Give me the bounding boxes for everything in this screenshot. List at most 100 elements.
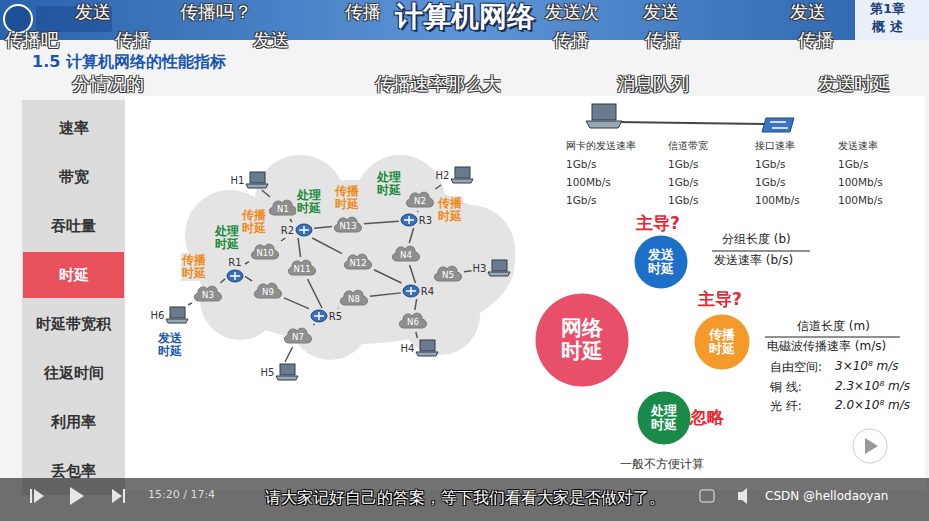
router-node: R2 <box>281 223 313 237</box>
table-header: 接口速率 <box>755 140 795 152</box>
table-cell: 100Mb/s <box>755 194 800 206</box>
video-time: 15:20 / 17:4 <box>148 489 215 502</box>
content-panel <box>125 96 925 490</box>
menu-panel <box>22 100 125 495</box>
node-label: R1 <box>228 257 241 268</box>
node-label: H5 <box>261 367 275 378</box>
bullet-comment: 传播速率那么大 <box>375 74 501 95</box>
router-node: R1 <box>226 257 244 283</box>
network-link <box>410 265 416 283</box>
bullet-comment: 发送次 <box>545 2 599 23</box>
node-label: H4 <box>401 343 415 354</box>
router-node: R3 <box>400 213 432 227</box>
node-label: H3 <box>473 263 487 274</box>
chapter-box <box>855 0 929 40</box>
router-icon <box>402 284 420 298</box>
bullet-comment: 发送时延 <box>818 74 890 95</box>
node-label: 丢包率 <box>51 462 96 481</box>
node-label: R3 <box>419 215 432 226</box>
laptop-icon <box>165 306 189 324</box>
delay-circle: 网络时延 <box>535 293 629 387</box>
bullet-comment: 发送 <box>253 30 289 51</box>
annotation: 电磁波传播速率 (m/s) <box>767 340 886 354</box>
node-label: 网络时延 <box>561 317 603 363</box>
node-label: 带宽 <box>59 168 89 187</box>
network-link <box>415 299 417 310</box>
node-label: 传播时延 <box>709 328 735 357</box>
network-cloud-node: N9 <box>253 281 283 301</box>
node-label: 速率 <box>59 119 89 138</box>
network-link <box>417 211 419 212</box>
university-logo <box>4 5 32 33</box>
laptop-icon <box>487 259 511 277</box>
annotation: 传播时延 <box>181 253 207 281</box>
table-header: 网卡的发送速率 <box>566 140 636 152</box>
network-link <box>245 262 249 264</box>
annotation: 处理时延 <box>214 224 240 252</box>
delay-circle: 处理时延 <box>637 391 691 445</box>
bullet-comment: 发送 <box>75 2 111 23</box>
node-label: H1 <box>231 175 245 186</box>
annotation: 发送速率 (b/s) <box>714 254 793 268</box>
router-node: R4 <box>402 284 434 298</box>
node-label: N9 <box>262 287 274 297</box>
host-computer: H3 <box>473 259 512 277</box>
table-cell: 1Gb/s <box>566 158 597 170</box>
slide-title: 计算机网络 <box>395 1 535 33</box>
node-label: 往返时间 <box>44 364 104 383</box>
table-cell: 100Mb/s <box>566 176 611 188</box>
node-label: N12 <box>349 258 366 268</box>
network-cloud-node: N11 <box>287 258 317 278</box>
network-cloud-node: N1 <box>268 198 298 218</box>
annotation: 光 纤: <box>770 400 802 414</box>
router-icon <box>226 269 244 283</box>
bullet-comment: 分情况的 <box>72 74 144 95</box>
annotation: 3×10⁸ m/s <box>835 360 899 374</box>
network-cloud-node: N10 <box>250 242 280 262</box>
laptop-icon <box>275 363 299 381</box>
network-link <box>370 293 401 296</box>
annotation: 信道长度 (m) <box>797 320 870 334</box>
menu-item: 带宽 <box>23 154 124 200</box>
network-link <box>364 221 399 224</box>
node-label: 时延带宽积 <box>36 315 111 334</box>
table-header: 发送速率 <box>838 140 878 152</box>
node-label: 利用率 <box>51 413 96 432</box>
table-cell: 1Gb/s <box>668 176 699 188</box>
fraction-bar <box>765 337 900 338</box>
host-computer: H5 <box>261 363 300 381</box>
network-link <box>281 238 285 241</box>
network-link <box>431 282 433 284</box>
table-cell: 1Gb/s <box>755 158 786 170</box>
link-line <box>616 122 766 124</box>
table-cell: 1Gb/s <box>668 158 699 170</box>
annotation: 主导? <box>636 214 680 234</box>
annotation: 传播时延 <box>334 184 360 212</box>
table-cell: 1Gb/s <box>838 158 869 170</box>
node-label: R4 <box>421 286 434 297</box>
delay-circle: 发送时延 <box>634 235 688 289</box>
router-icon <box>295 223 313 237</box>
network-cloud-node: N4 <box>391 244 421 264</box>
bullet-comment: 发送 <box>790 2 826 23</box>
network-cloud-node: N6 <box>398 311 428 331</box>
host-computer: H4 <box>401 339 440 357</box>
node-label: N10 <box>256 248 273 258</box>
node-label: 处理时延 <box>651 404 677 433</box>
node-label: N13 <box>339 221 356 231</box>
annotation: 处理时延 <box>376 170 402 198</box>
network-link <box>188 303 192 305</box>
router-node: R5 <box>310 309 342 323</box>
table-cell: 1Gb/s <box>668 194 699 206</box>
network-link <box>308 279 323 308</box>
chapter-label: 第1章 <box>870 2 905 17</box>
menu-item: 往返时间 <box>23 350 124 396</box>
node-label: N4 <box>400 250 412 260</box>
switch-icon <box>762 118 794 132</box>
bullet-comment: 传播 <box>798 30 834 51</box>
network-link <box>245 276 252 280</box>
host-computer: H1 <box>231 171 270 189</box>
network-link <box>374 270 401 283</box>
section-title: 1.5 计算机网络的性能指标 <box>32 53 226 71</box>
